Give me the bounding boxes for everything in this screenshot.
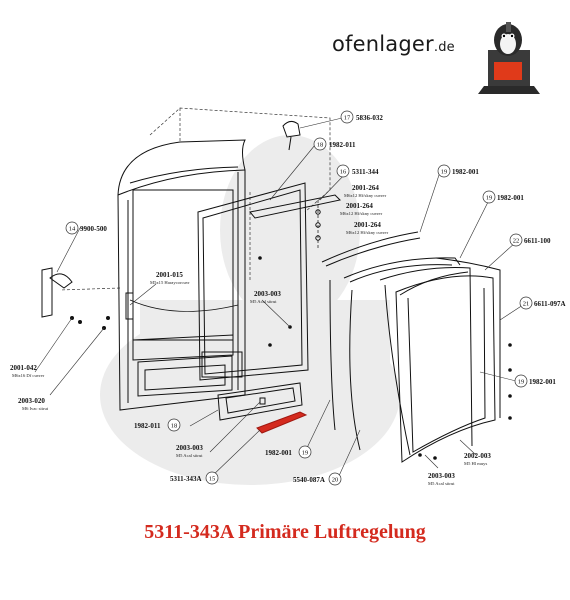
handle-part — [41, 267, 73, 318]
sub-2002-003: M5 Hl muys — [464, 461, 487, 466]
label-5540-087A: 5540-087A — [293, 476, 325, 484]
sub-2001-264-c: M6x12 Hf/skny cuvrer — [346, 230, 389, 235]
label-5836-032: 5836-032 — [356, 114, 383, 122]
sub-2001-264-b: M6x12 Hf/skny cuvrer — [340, 211, 383, 216]
num-14: 14 — [69, 226, 76, 233]
num-16: 16 — [340, 169, 347, 176]
label-2003-003-mid: 2003-003 — [254, 290, 281, 298]
num-18b: 18 — [171, 423, 178, 430]
sub-2001-042: M6x16 Df cuvrer — [12, 373, 45, 378]
label-2001-042: 2001-042 — [10, 364, 37, 372]
num-19c: 19 — [518, 379, 525, 386]
part-labels: 5836-032 1982-011 5311-344 2001-264 M6x1… — [10, 114, 566, 486]
sub-2003-003-low: M5 Acal sitrut — [176, 453, 203, 458]
door-frame — [197, 182, 309, 381]
label-2001-264-b: 2001-264 — [346, 202, 373, 210]
label-2001-015: 2001-015 — [156, 271, 183, 279]
num-22: 22 — [513, 238, 520, 245]
label-2001-264-c: 2001-264 — [354, 221, 381, 229]
curved-panels — [321, 231, 501, 463]
label-1982-001-d: 1982-001 — [265, 449, 292, 457]
label-6611-097A: 6611-097A — [534, 300, 566, 308]
sub-2003-003-right: M5 Acal sitrut — [428, 481, 455, 486]
num-19d: 19 — [302, 450, 309, 457]
label-6611-100: 6611-100 — [524, 237, 551, 245]
label-2003-003-low: 2003-003 — [176, 444, 203, 452]
part-caption: 5311-343A Primäre Luftregelung — [144, 521, 426, 543]
sub-2003-003-mid: M5 Acal sitrut — [250, 299, 277, 304]
top-bracket — [249, 194, 342, 248]
num-17: 17 — [344, 115, 351, 122]
primary-air-regulator-highlight — [256, 411, 308, 434]
sub-2001-015: M5x15 Haraycorcuvr — [150, 280, 190, 285]
label-1982-001-c: 1982-001 — [529, 378, 556, 386]
label-1982-001-a: 1982-001 — [452, 168, 479, 176]
dashed-guides — [59, 107, 331, 291]
label-2001-264-a: 2001-264 — [352, 184, 379, 192]
num-20: 20 — [332, 477, 339, 484]
screws — [70, 256, 512, 460]
callout-circles — [65, 110, 533, 486]
label-1982-001-b: 1982-001 — [497, 194, 524, 202]
logo-mascot — [478, 22, 540, 94]
knob-part — [282, 120, 301, 151]
sub-2003-020: M6 Ivac sitrut — [22, 406, 49, 411]
label-9900-500: 9900-500 — [80, 225, 107, 233]
logo-tld: .de — [433, 40, 455, 55]
num-15: 15 — [209, 476, 216, 483]
num-18-top: 18 — [317, 142, 324, 149]
label-1982-011-top: 1982-011 — [329, 141, 356, 149]
sub-2001-264-a: M6x12 Hf/skny cuvrer — [344, 193, 387, 198]
label-2003-003-right: 2003-003 — [428, 472, 455, 480]
door-plate — [217, 382, 303, 421]
num-19b: 19 — [486, 195, 493, 202]
label-2002-003: 2002-003 — [464, 452, 491, 460]
label-1982-011-bottom: 1982-011 — [134, 422, 161, 430]
logo-wordmark: ofenlager.de — [332, 32, 455, 56]
label-5311-344: 5311-344 — [352, 168, 379, 176]
num-21: 21 — [523, 301, 530, 308]
callout-numbers: 17 16 19 19 22 21 19 14 18 15 19 20 — [69, 115, 530, 484]
label-5311-343A: 5311-343A — [170, 475, 202, 483]
label-2003-020: 2003-020 — [18, 397, 45, 405]
num-19a: 19 — [441, 169, 448, 176]
logo-brand: ofenlager — [332, 32, 434, 56]
